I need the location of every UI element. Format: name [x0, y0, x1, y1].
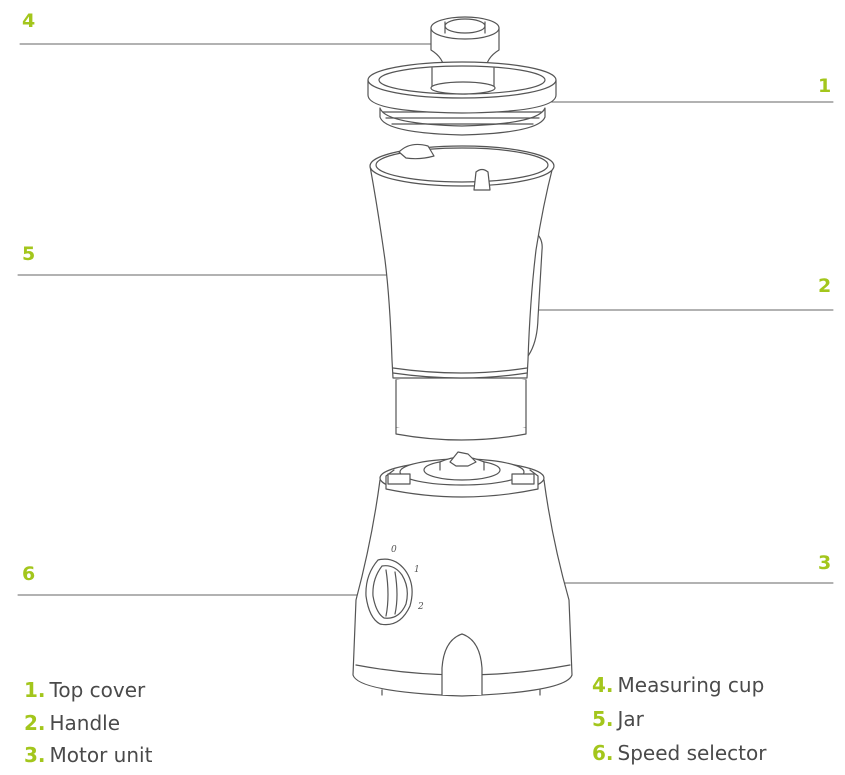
callout-number-1: 1	[818, 77, 831, 96]
callout-number-6: 6	[22, 565, 35, 584]
callout-number-3: 3	[818, 554, 831, 573]
legend-item-handle: 2.Handle	[24, 713, 120, 733]
jar-drawing	[370, 144, 554, 440]
top-cover-drawing	[368, 62, 556, 135]
dial-mark-2: 2	[417, 602, 424, 612]
dial-mark-0: 0	[391, 545, 397, 555]
legend-label: Top cover	[50, 678, 146, 702]
callout-number-4: 4	[22, 12, 35, 31]
legend-label: Jar	[618, 707, 644, 731]
legend-label: Measuring cup	[618, 673, 765, 697]
legend-number: 6.	[592, 741, 614, 765]
legend-item-speed-selector: 6.Speed selector	[592, 743, 766, 763]
legend-label: Motor unit	[50, 743, 153, 767]
legend-number: 5.	[592, 707, 614, 731]
legend-number: 2.	[24, 711, 46, 735]
legend-number: 4.	[592, 673, 614, 697]
legend-number: 1.	[24, 678, 46, 702]
dial-mark-1: 1	[414, 565, 420, 575]
legend-item-motor-unit: 3.Motor unit	[24, 745, 152, 765]
legend-item-jar: 5.Jar	[592, 709, 644, 729]
legend-item-top-cover: 1.Top cover	[24, 680, 145, 700]
legend-label: Speed selector	[618, 741, 767, 765]
legend-item-measuring-cup: 4.Measuring cup	[592, 675, 764, 695]
callout-number-5: 5	[22, 245, 35, 264]
legend-number: 3.	[24, 743, 46, 767]
callout-number-2: 2	[818, 277, 831, 296]
legend-label: Handle	[50, 711, 121, 735]
